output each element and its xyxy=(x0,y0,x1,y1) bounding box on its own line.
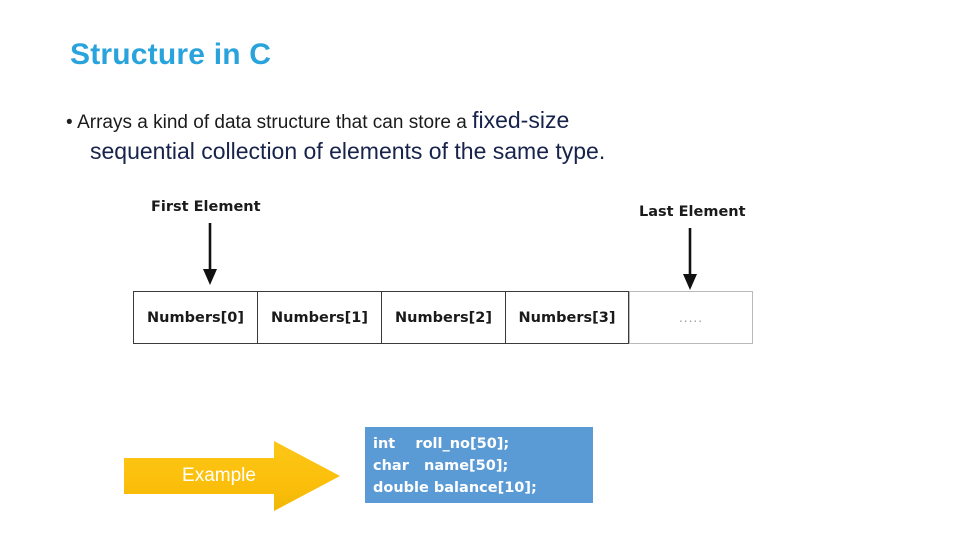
example-arrow-shape xyxy=(124,441,340,511)
page-title: Structure in C xyxy=(70,38,272,71)
array-cell-ellipsis: ..... xyxy=(629,291,753,344)
bullet-marker-icon: • xyxy=(66,112,73,133)
bullet-paragraph: • Arrays a kind of data structure that c… xyxy=(66,106,896,167)
code-line: char name[50]; xyxy=(373,458,509,475)
callout-last-element: Last Element xyxy=(639,204,746,220)
array-diagram: First Element Last Element Numbers[0] Nu… xyxy=(0,190,960,355)
bullet-lead-text: Arrays a kind of data structure that can… xyxy=(77,112,473,133)
array-cells-row: Numbers[0] Numbers[1] Numbers[2] Numbers… xyxy=(133,291,753,344)
arrow-down-last-icon xyxy=(683,228,697,290)
code-line: int roll_no[50]; xyxy=(373,436,510,452)
array-cell: Numbers[1] xyxy=(257,291,381,344)
bullet-emphasis-text: fixed-size xyxy=(472,107,570,133)
arrow-down-first-icon xyxy=(203,223,217,285)
array-cell: Numbers[2] xyxy=(381,291,505,344)
code-line: double balance[10]; xyxy=(373,480,537,497)
code-snippet-box: int roll_no[50]; char name[50]; double b… xyxy=(365,427,593,503)
bullet-first-line: • Arrays a kind of data structure that c… xyxy=(66,106,896,136)
bullet-second-line: sequential collection of elements of the… xyxy=(90,137,606,164)
array-cell: Numbers[0] xyxy=(133,291,257,344)
array-cell: Numbers[3] xyxy=(505,291,629,344)
callout-first-element: First Element xyxy=(151,199,261,215)
